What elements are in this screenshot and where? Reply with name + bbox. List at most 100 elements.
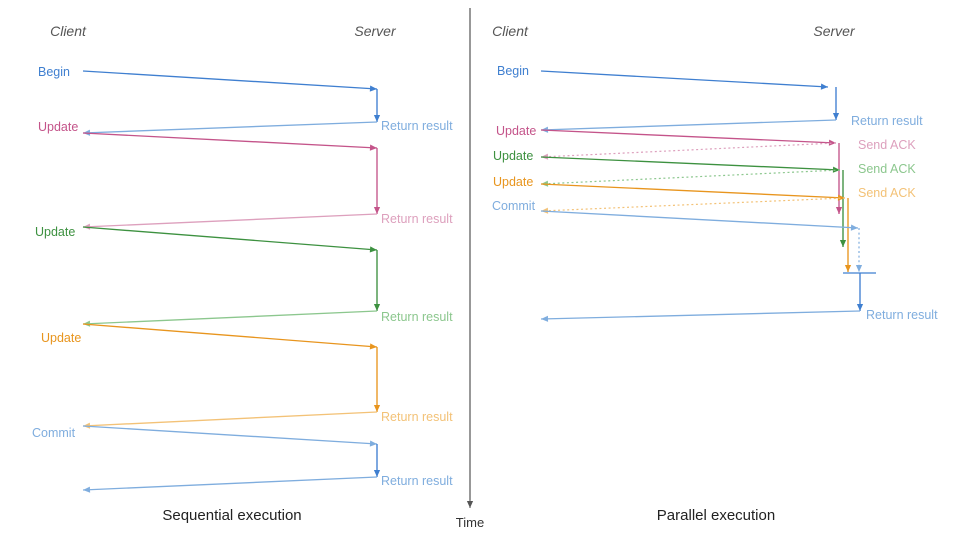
lane-header-server-sequential: Server (354, 23, 397, 39)
message-label-update2-ack-parallel: Send ACK (858, 162, 916, 176)
message-line-commit-return (82, 476, 378, 491)
message-update2-activation-parallel (839, 170, 847, 247)
arrowhead-update1-request (828, 139, 836, 146)
message-update3-return-sequential (82, 411, 378, 429)
message-update1-return-sequential (82, 213, 378, 230)
message-update1-request-sequential (82, 132, 378, 151)
message-update3-activation-sequential (373, 347, 381, 412)
arrowhead-begin-activation (832, 113, 840, 120)
message-update1-request-parallel (540, 129, 837, 146)
arrowhead-update2-activation (373, 304, 381, 311)
message-begin-activation-sequential (373, 89, 381, 122)
message-label-update1-return-sequential: Return result (381, 212, 453, 226)
message-update3-ack-parallel (540, 197, 846, 214)
message-label-update2-return-sequential: Return result (381, 310, 453, 324)
arrowhead-update2-request (369, 246, 377, 253)
message-flow-layer (82, 70, 876, 493)
message-line-begin-request (540, 70, 829, 88)
arrowhead-update3-request (837, 194, 845, 201)
message-label-begin-request-sequential: Begin (38, 65, 70, 79)
message-commit-request-sequential (82, 425, 378, 447)
message-update2-activation-sequential (373, 250, 381, 311)
message-line-update2-ack (540, 169, 841, 185)
message-line-begin-return (540, 119, 837, 131)
message-line-update3-request (82, 323, 378, 348)
message-label-update3-request-parallel: Update (493, 175, 533, 189)
message-label-begin-request-parallel: Begin (497, 64, 529, 78)
lane-header-server-parallel: Server (813, 23, 856, 39)
time-axis-arrowhead (466, 501, 474, 508)
message-line-update1-request (82, 132, 378, 149)
panel-caption-layer: Sequential execution Parallel execution (162, 507, 775, 524)
message-label-update2-request-parallel: Update (493, 149, 533, 163)
message-line-update1-return (82, 213, 378, 228)
message-label-begin-return-parallel: Return result (851, 114, 923, 128)
arrowhead-begin-activation (373, 115, 381, 122)
message-line-begin-return (82, 121, 378, 134)
message-line-begin-request (82, 70, 378, 90)
message-commit-return-parallel (540, 310, 861, 322)
message-update2-request-parallel (540, 156, 841, 173)
message-update1-activation-sequential (373, 148, 381, 214)
message-label-commit-return-parallel: Return result (866, 308, 938, 322)
arrowhead-commit-return (83, 486, 91, 493)
panel-caption-parallel: Parallel execution (657, 507, 775, 524)
arrowhead-update1-request (369, 144, 377, 151)
message-label-begin-return-sequential: Return result (381, 119, 453, 133)
message-line-update2-request (82, 226, 378, 251)
message-line-update1-request (540, 129, 837, 144)
message-commit-wait-parallel (855, 228, 863, 272)
arrowhead-commit-request (850, 224, 858, 231)
arrowhead-commit-activation (373, 470, 381, 477)
arrowhead-begin-request (820, 83, 828, 90)
message-label-update3-request-sequential: Update (41, 331, 81, 345)
message-begin-request-parallel (540, 70, 829, 90)
message-label-update1-ack-parallel: Send ACK (858, 138, 916, 152)
arrowhead-update1-activation (835, 207, 843, 214)
message-begin-request-sequential (82, 70, 378, 92)
lane-header-client-parallel: Client (492, 23, 529, 39)
message-update2-ack-parallel (540, 169, 841, 187)
time-axis-label: Time (456, 515, 484, 530)
arrowhead-update2-activation (839, 240, 847, 247)
message-update3-activation-parallel (844, 198, 852, 272)
message-line-update3-return (82, 411, 378, 427)
panel-caption-sequential: Sequential execution (162, 507, 301, 524)
message-begin-return-sequential (82, 121, 378, 136)
arrowhead-commit-request (369, 440, 377, 447)
message-label-commit-request-parallel: Commit (492, 199, 536, 213)
arrowhead-update1-activation (373, 207, 381, 214)
message-update1-activation-parallel (835, 143, 843, 214)
lane-header-layer: Client Server Client Server (50, 23, 856, 39)
message-commit-activation-parallel (856, 273, 864, 311)
message-label-commit-return-sequential: Return result (381, 474, 453, 488)
message-begin-activation-parallel (832, 87, 840, 120)
message-line-update3-request (540, 183, 846, 199)
arrowhead-commit-wait (855, 265, 863, 272)
message-line-update2-request (540, 156, 841, 171)
arrowhead-update3-activation (373, 405, 381, 412)
message-line-update1-ack (540, 142, 837, 158)
message-line-commit-request (82, 425, 378, 445)
message-label-update3-ack-parallel: Send ACK (858, 186, 916, 200)
lane-header-client-sequential: Client (50, 23, 87, 39)
message-label-update1-request-parallel: Update (496, 124, 536, 138)
message-update1-ack-parallel (540, 142, 837, 160)
arrowhead-update2-request (832, 166, 840, 173)
message-update2-request-sequential (82, 226, 378, 253)
time-axis-layer: Time (456, 8, 484, 530)
message-label-update3-return-sequential: Return result (381, 410, 453, 424)
message-label-update1-request-sequential: Update (38, 120, 78, 134)
arrowhead-commit-activation (856, 304, 864, 311)
message-update2-return-sequential (82, 310, 378, 327)
message-line-update2-return (82, 310, 378, 325)
message-commit-request-parallel (540, 210, 859, 231)
message-line-update3-ack (540, 197, 846, 212)
message-begin-return-parallel (540, 119, 837, 133)
arrowhead-begin-request (369, 85, 377, 92)
arrowhead-update3-activation (844, 265, 852, 272)
message-label-commit-request-sequential: Commit (32, 426, 76, 440)
